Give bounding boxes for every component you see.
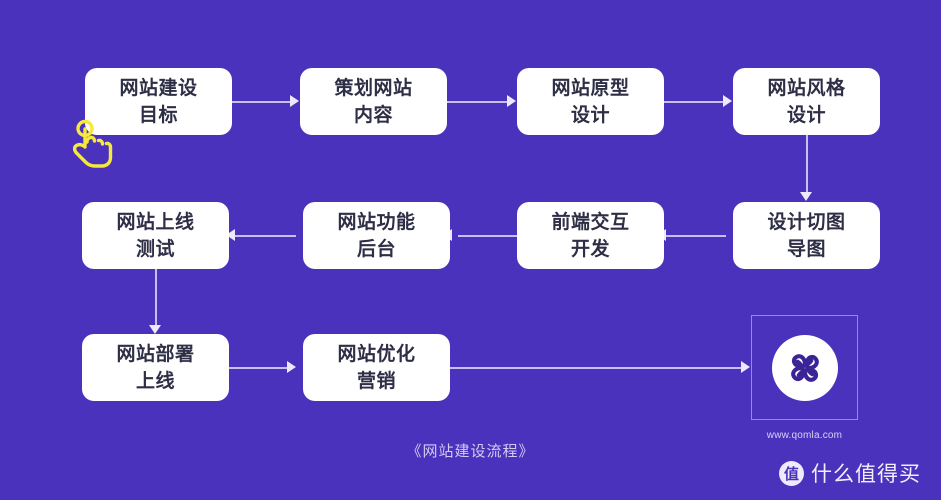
arrowhead-n1-n2 [290, 95, 299, 107]
flow-node-line1: 网站部署 [116, 342, 195, 365]
flow-node-line1: 网站上线 [116, 210, 195, 233]
connector-n8-n9 [155, 269, 157, 329]
arrowhead-n3-n4 [723, 95, 732, 107]
flow-node-line2: 营销 [356, 369, 396, 392]
flow-node-line2: 后台 [356, 237, 396, 260]
flow-node-line2: 测试 [135, 237, 175, 260]
flow-node-line1: 网站原型 [551, 76, 630, 99]
flow-node-slicing-guide[interactable]: 设计切图 导图 [733, 202, 880, 269]
flow-node-line2: 上线 [135, 369, 175, 392]
connector-n2-n3 [447, 101, 509, 103]
flow-node-line2: 设计 [786, 103, 826, 126]
flow-node-line2: 设计 [570, 103, 610, 126]
arrowhead-n7-n8 [226, 229, 235, 241]
watermark-label: 什么值得买 [811, 462, 921, 486]
flow-node-backend-function[interactable]: 网站功能 后台 [303, 202, 450, 269]
flow-node-line1: 网站功能 [337, 210, 416, 233]
watermark-badge-icon: 值 [779, 460, 804, 486]
connector-n3-n4 [664, 101, 725, 103]
flow-node-line1: 网站建设 [119, 76, 198, 99]
flow-node-optimize-market[interactable]: 网站优化 营销 [303, 334, 450, 401]
tap-hand-icon [64, 116, 120, 172]
connector-n5-n6-seg [664, 235, 726, 237]
connector-n10-logo [450, 367, 743, 369]
connector-n9-n10 [229, 367, 289, 369]
flow-node-line1: 网站风格 [767, 76, 846, 99]
flow-node-line1: 设计切图 [767, 210, 846, 233]
arrowhead-n10-logo [741, 361, 750, 373]
flow-node-line1: 网站优化 [337, 342, 416, 365]
arrowhead-n9-n10 [287, 361, 296, 373]
brand-logo-panel[interactable] [751, 315, 858, 420]
flow-node-line1: 前端交互 [551, 210, 630, 233]
connector-n7-n8 [232, 235, 296, 237]
flow-node-deploy-online[interactable]: 网站部署 上线 [82, 334, 229, 401]
arrowhead-n2-n3 [507, 95, 516, 107]
flow-node-plan-content[interactable]: 策划网站 内容 [300, 68, 447, 135]
brand-logo-circle [771, 334, 838, 401]
qomla-knot-icon [790, 353, 819, 382]
brand-logo-url: www.qomla.com [766, 430, 843, 441]
flow-node-launch-test[interactable]: 网站上线 测试 [82, 202, 229, 269]
arrowhead-n4-n5 [800, 192, 812, 201]
flow-node-line2: 目标 [138, 103, 178, 126]
flow-node-prototype-design[interactable]: 网站原型 设计 [517, 68, 664, 135]
connector-n4-n5 [806, 135, 808, 195]
watermark: 值 什么值得买 [779, 458, 921, 488]
flow-node-line2: 内容 [353, 103, 393, 126]
flow-node-line1: 策划网站 [334, 76, 413, 99]
arrowhead-n8-n9 [149, 325, 161, 334]
diagram-caption: 《网站建设流程》 [406, 442, 535, 460]
flow-node-frontend-dev[interactable]: 前端交互 开发 [517, 202, 664, 269]
flow-node-website-goal[interactable]: 网站建设 目标 [85, 68, 232, 135]
connector-n5-n6 [458, 235, 520, 237]
flow-node-style-design[interactable]: 网站风格 设计 [733, 68, 880, 135]
flow-node-line2: 导图 [786, 237, 826, 260]
connector-n1-n2 [232, 101, 292, 103]
flow-node-line2: 开发 [570, 237, 610, 260]
